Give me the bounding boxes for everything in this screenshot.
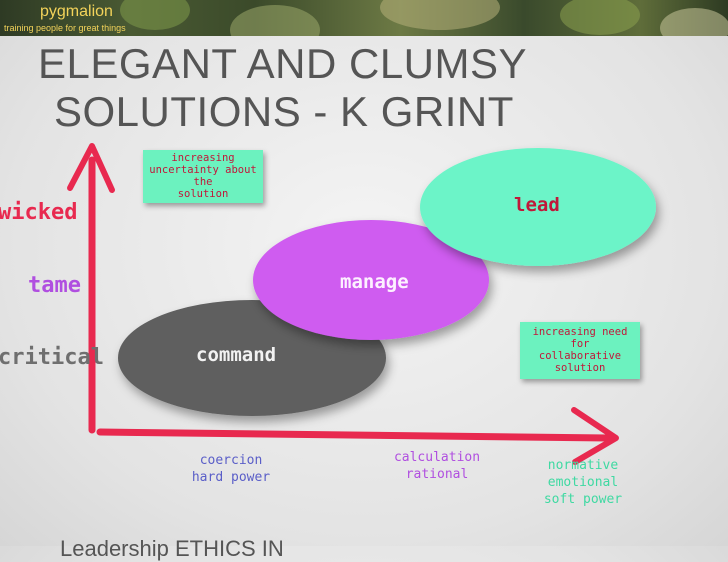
header-banner: pygmalion training people for great thin… <box>0 0 728 36</box>
x-label-calculation: calculation rational <box>393 450 481 482</box>
footer-text: Leadership ETHICS IN <box>60 536 284 561</box>
y-label-wicked: wicked <box>0 200 78 225</box>
brand-name: pygmalion <box>40 3 113 20</box>
manage-ellipse <box>253 220 489 340</box>
x-label-coercion: coercion hard power <box>191 453 271 485</box>
manage-label: manage <box>340 271 409 293</box>
foliage-decoration <box>660 8 728 36</box>
y-label-tame: tame <box>28 273 81 298</box>
y-axis-arrowhead <box>67 143 115 193</box>
foliage-decoration <box>560 0 640 35</box>
uncertainty-note: increasing uncertainty about the solutio… <box>143 150 263 203</box>
x-axis-arrow <box>96 428 612 442</box>
x-label-normative: normative emotional soft power <box>543 458 623 507</box>
command-label: command <box>196 344 277 366</box>
slide-title-line-1: ELEGANT AND CLUMSY <box>38 40 528 87</box>
lead-label: lead <box>514 194 560 216</box>
leadership-diagram <box>67 143 656 465</box>
x-axis-arrowhead <box>571 407 619 465</box>
slide-title: ELEGANT AND CLUMSY SOLUTIONS - K GRINT <box>38 40 598 136</box>
collaborative-note: increasing need for collaborative soluti… <box>520 322 640 379</box>
brand-tagline: training people for great things <box>4 23 126 33</box>
slide-title-line-2: SOLUTIONS - K GRINT <box>54 88 514 135</box>
lead-ellipse <box>420 148 656 266</box>
y-label-critical: critical <box>0 345 104 370</box>
